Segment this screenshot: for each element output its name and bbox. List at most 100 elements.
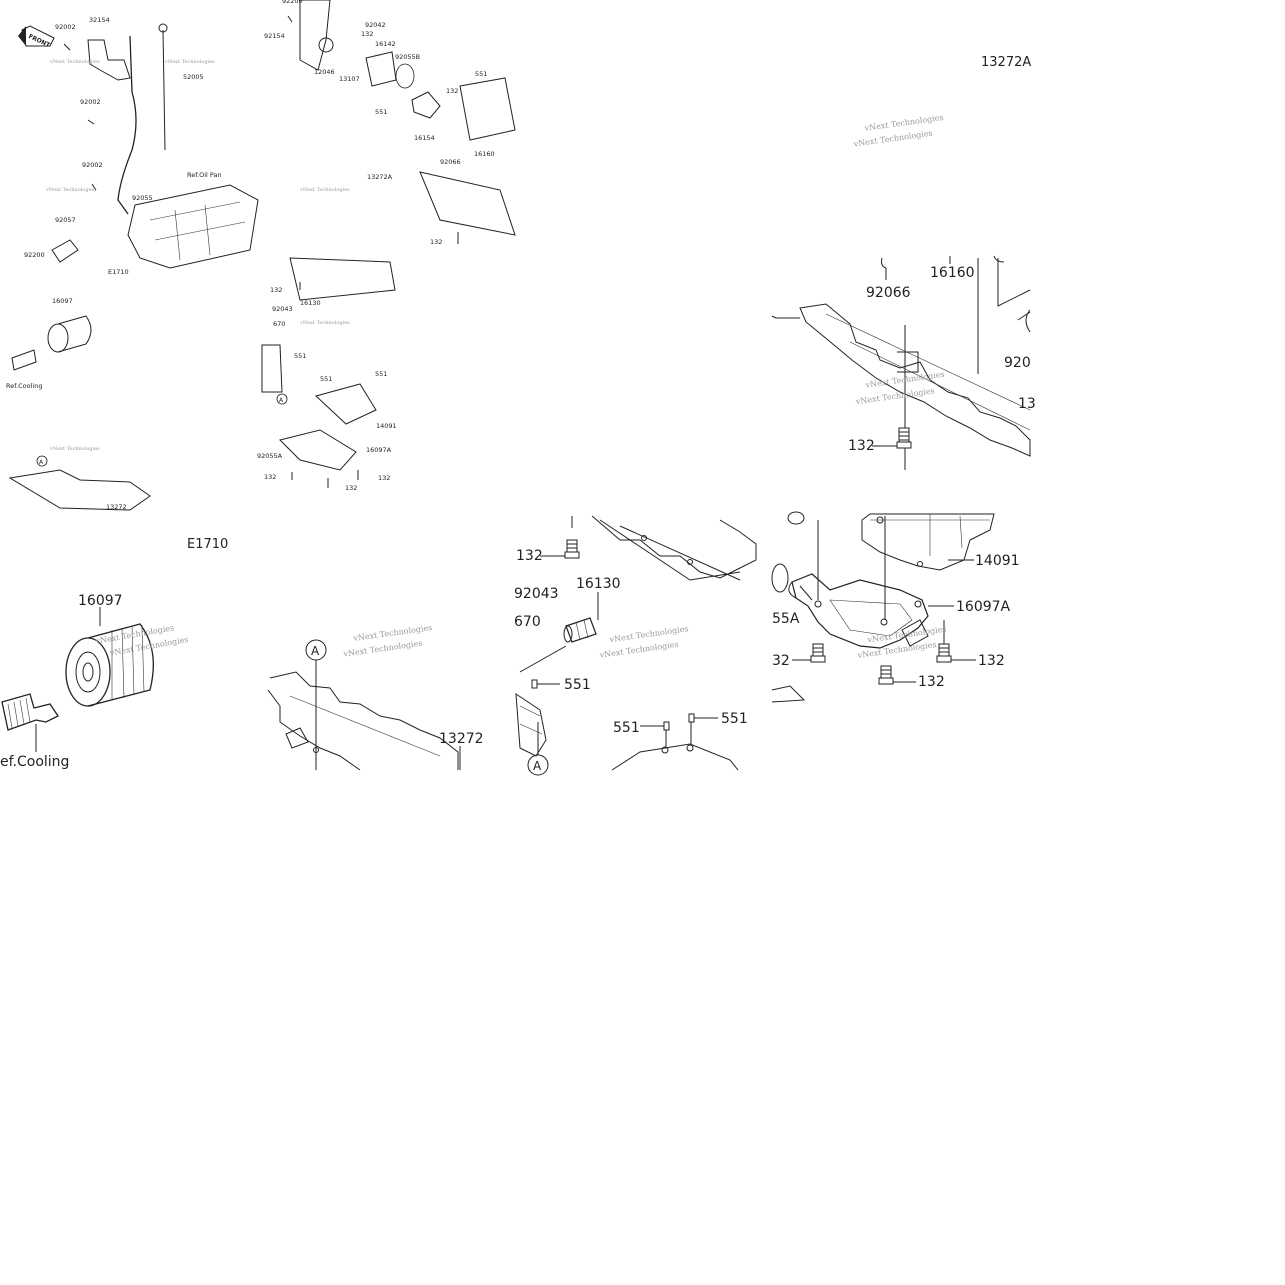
svg-text:92002: 92002 <box>55 23 76 31</box>
label-16097: 16097 <box>78 593 123 609</box>
svg-text:92055: 92055 <box>132 194 153 202</box>
svg-text:32154: 32154 <box>89 16 110 24</box>
svg-text:551: 551 <box>721 711 748 727</box>
svg-text:551: 551 <box>320 375 332 383</box>
svg-text:14091: 14091 <box>975 553 1020 569</box>
baffle-plate <box>591 515 757 581</box>
strainer-plate-small <box>419 171 516 236</box>
svg-text:92066: 92066 <box>440 158 461 166</box>
middle-right-panel: 92066 16160 920 132 13 vNext Technologie… <box>771 255 1036 470</box>
part-label-13272a: 13272A <box>981 55 1031 70</box>
pump-housing <box>299 0 331 71</box>
svg-text:16097: 16097 <box>52 297 73 305</box>
overview-labels: 92002 32154 52005 92002 92002 92055 9205… <box>6 0 495 511</box>
cooling-fitting-icon <box>1 693 59 731</box>
label-13272: 13272 <box>439 731 484 747</box>
svg-text:vNext Technologies: vNext Technologies <box>45 187 96 193</box>
watermark-top-right: vNext Technologies vNext Technologies <box>852 113 944 149</box>
svg-text:132: 132 <box>361 30 373 38</box>
strainer-gasket <box>799 303 1031 457</box>
pump-cover-small <box>365 51 397 87</box>
o-ring <box>771 563 789 593</box>
svg-text:vNext Technologies: vNext Technologies <box>299 320 350 326</box>
svg-text:132: 132 <box>918 674 945 690</box>
gasket-13272 <box>267 671 459 771</box>
svg-text:551: 551 <box>375 108 387 116</box>
svg-text:16097A: 16097A <box>956 599 1011 615</box>
svg-text:vNext Technologies: vNext Technologies <box>49 59 100 65</box>
label-ref-cooling: ef.Cooling <box>0 754 69 770</box>
baffle-small <box>289 257 396 301</box>
cover-14091-small <box>315 383 377 425</box>
svg-text:vNext Technologies: vNext Technologies <box>299 187 350 193</box>
svg-text:A: A <box>39 459 44 466</box>
oil-filter-icon <box>65 623 154 707</box>
overview-bolts <box>63 15 459 488</box>
svg-text:16160: 16160 <box>930 265 975 281</box>
svg-text:920: 920 <box>1004 355 1031 371</box>
svg-text:92055B: 92055B <box>395 53 420 61</box>
svg-text:A: A <box>311 644 320 658</box>
bottom-center-panel: A 132 92043 16130 670 551 551 551 vNext … <box>514 515 757 776</box>
label-e1710: E1710 <box>187 537 228 552</box>
bolts-132-icons <box>810 643 952 685</box>
bottom-mid-panel: A 13272 vNext Technologies vNext Technol… <box>267 623 484 771</box>
svg-text:16130: 16130 <box>300 299 321 307</box>
svg-text:92057: 92057 <box>55 216 76 224</box>
watermark-bottom-center: vNext Technologies vNext Technologies <box>598 624 689 660</box>
svg-text:12046: 12046 <box>314 68 335 76</box>
svg-text:132: 132 <box>264 473 276 481</box>
svg-text:13272: 13272 <box>106 503 127 511</box>
svg-text:13107: 13107 <box>339 75 360 83</box>
svg-text:670: 670 <box>273 320 285 328</box>
bottom-left-panel: E1710 16097 ef.Cooling vNext Technologie… <box>0 537 228 770</box>
svg-text:16154: 16154 <box>414 134 435 142</box>
dipstick <box>162 29 166 151</box>
cover-lower <box>611 743 739 771</box>
front-arrow-icon: FRONT <box>18 25 55 49</box>
svg-text:13272A: 13272A <box>367 173 393 181</box>
overview-watermarks: vNext Technologies vNext Technologies vN… <box>45 59 350 452</box>
pump-lower <box>515 693 547 757</box>
dipstick-tube <box>117 35 137 215</box>
bottom-right-labels: 14091 16097A 55A 32 132 132 <box>772 553 1020 690</box>
svg-text:16130: 16130 <box>576 576 621 592</box>
svg-text:551: 551 <box>613 720 640 736</box>
svg-text:132: 132 <box>978 653 1005 669</box>
svg-text:A: A <box>279 397 284 404</box>
svg-text:92002: 92002 <box>82 161 103 169</box>
union-16130-icon <box>563 617 597 643</box>
svg-text:132: 132 <box>516 548 543 564</box>
svg-text:Ref.Cooling: Ref.Cooling <box>6 382 42 390</box>
bolt-132-icon <box>896 427 912 449</box>
svg-text:551: 551 <box>564 677 591 693</box>
svg-text:92200: 92200 <box>282 0 303 5</box>
svg-text:132: 132 <box>446 87 458 95</box>
svg-text:92154: 92154 <box>264 32 285 40</box>
svg-text:92200: 92200 <box>24 251 45 259</box>
svg-text:670: 670 <box>514 614 541 630</box>
gasket-small <box>8 469 151 511</box>
dipstick-guide-bracket <box>87 39 131 81</box>
oil-pan <box>127 184 259 269</box>
svg-text:92042: 92042 <box>365 21 386 29</box>
svg-text:92043: 92043 <box>272 305 293 313</box>
svg-text:92066: 92066 <box>866 285 911 301</box>
svg-text:A: A <box>533 759 542 773</box>
cover-16097a-small <box>279 429 357 471</box>
overview-panel: FRONT A A <box>6 0 516 511</box>
filter-fitting-small <box>11 349 37 371</box>
svg-text:E1710: E1710 <box>108 268 129 276</box>
bolt-132-icon <box>564 539 580 559</box>
svg-text:16142: 16142 <box>375 40 396 48</box>
cover-16097a <box>791 573 929 649</box>
svg-text:16160: 16160 <box>474 150 495 158</box>
svg-text:55A: 55A <box>772 611 800 627</box>
svg-text:132: 132 <box>848 438 875 454</box>
svg-text:vNext Technologies: vNext Technologies <box>164 59 215 65</box>
watermark-bottom-mid: vNext Technologies vNext Technologies <box>342 623 433 659</box>
svg-text:551: 551 <box>375 370 387 378</box>
svg-text:132: 132 <box>345 484 357 492</box>
svg-text:132: 132 <box>378 474 390 482</box>
svg-text:16097A: 16097A <box>366 446 392 454</box>
